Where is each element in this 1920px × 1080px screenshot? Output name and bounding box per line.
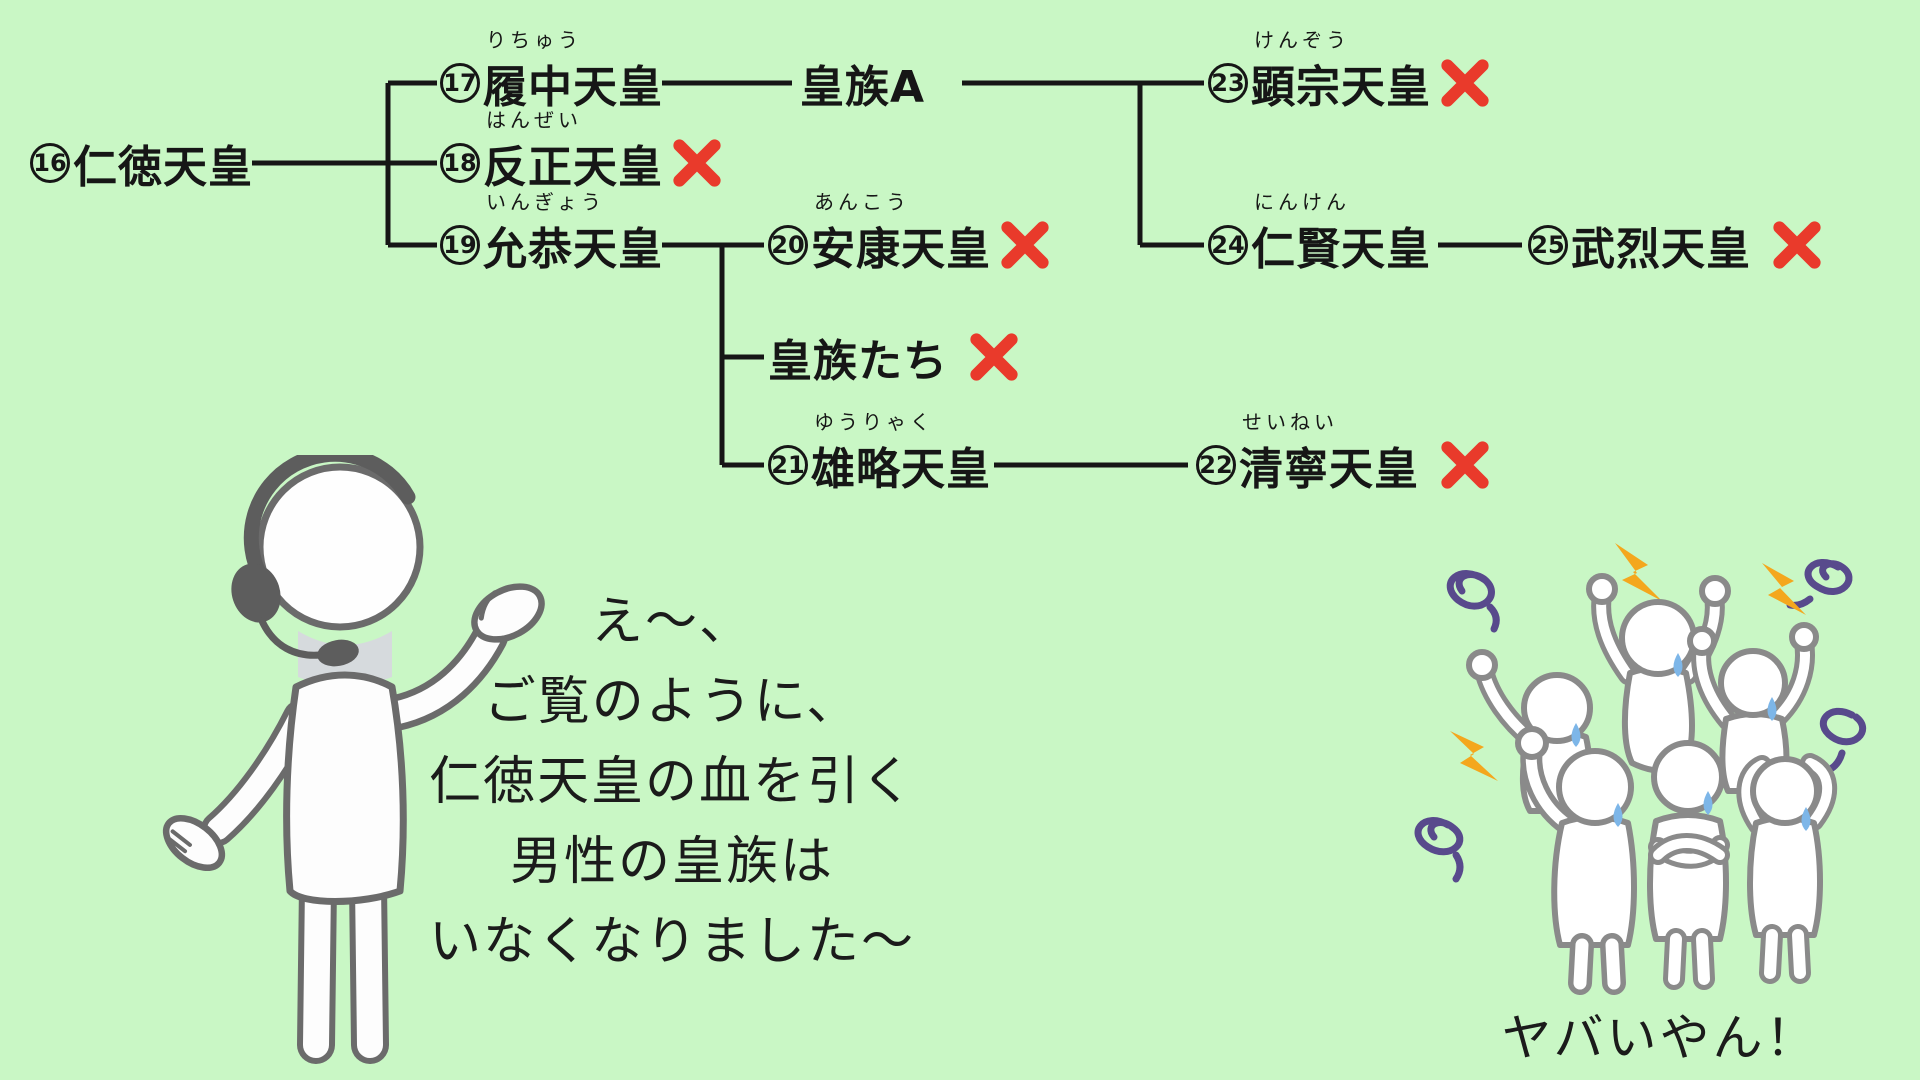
- emperor-number-badge: 25: [1528, 225, 1568, 265]
- emperor-number-badge: 16: [30, 143, 70, 183]
- emperor-number-badge: 19: [440, 225, 480, 265]
- emperor-node-24-ninken: にんけん 24 仁賢天皇: [1208, 190, 1431, 277]
- panic-head: [1651, 740, 1725, 814]
- panic-caption: ヤバいやん！: [1501, 1009, 1819, 1067]
- headset-mic-icon: [317, 639, 359, 667]
- presenter-illustration: [162, 455, 545, 1064]
- emperor-name: 清寧天皇: [1239, 444, 1419, 495]
- emperor-node-16-nintoku: 16 仁徳天皇: [30, 131, 253, 195]
- furigana: けんぞう: [1254, 28, 1350, 52]
- headset-band-icon: [243, 455, 416, 587]
- emperor-name: 反正天皇: [483, 142, 663, 193]
- emperor-number-badge: 17: [440, 63, 480, 103]
- panic-head: [1619, 599, 1697, 677]
- emperor-name: 履中天皇: [483, 62, 663, 113]
- emperor-name: 顕宗天皇: [1251, 62, 1431, 113]
- narration-line: いなくなりました〜: [428, 912, 915, 972]
- panic-head: [1556, 748, 1634, 826]
- emperor-number-badge: 24: [1208, 225, 1248, 265]
- emperor-node-19-ingyo: いんぎょう 19 允恭天皇: [440, 190, 663, 277]
- panic-head: [1718, 648, 1788, 718]
- emperor-node-20-anko: あんこう 20 安康天皇: [768, 190, 1052, 277]
- emperor-number-badge: 21: [768, 445, 808, 485]
- emperor-node-23-kenzo: けんぞう 23 顕宗天皇: [1208, 28, 1492, 115]
- emperor-name: 仁賢天皇: [1251, 224, 1431, 275]
- royals-label: 皇族たち: [768, 336, 948, 387]
- royals-node: 皇族たち: [768, 325, 1021, 389]
- lightning-bolt-icon: [1450, 543, 1806, 905]
- headset-mic-boom-icon: [258, 617, 324, 659]
- emperor-name: 武烈天皇: [1571, 224, 1751, 275]
- emperor-node-22-seinei: せいねい 22 清寧天皇: [1196, 410, 1492, 497]
- presenter-lower-hand: [162, 815, 226, 871]
- extinct-cross-icon: [967, 330, 1021, 384]
- narration-line: 男性の皇族は: [509, 832, 834, 892]
- furigana: あんこう: [814, 190, 910, 214]
- extinct-cross-icon: [1770, 218, 1824, 272]
- royal-a-label: 皇族A: [800, 62, 926, 113]
- tree-line: [252, 80, 1522, 468]
- extinct-cross-icon: [670, 136, 724, 190]
- furigana: ゆうりゃく: [814, 410, 934, 434]
- extinct-cross-icon: [998, 218, 1052, 272]
- extinct-cross-icon: [1438, 56, 1492, 110]
- emperor-node-17-richu: りちゅう 17 履中天皇: [440, 28, 663, 115]
- emperor-number-badge: 23: [1208, 63, 1248, 103]
- emperor-name: 安康天皇: [811, 224, 991, 275]
- emperor-name: 允恭天皇: [483, 224, 663, 275]
- emperor-number-badge: 20: [768, 225, 808, 265]
- swirl-scribble-icon: [1414, 559, 1867, 883]
- royal-a-node: 皇族A: [800, 51, 925, 115]
- furigana: いんぎょう: [486, 190, 605, 214]
- emperor-number-badge: 22: [1196, 445, 1236, 485]
- presenter-open-hand: [471, 583, 545, 643]
- sweat-drop-icon: [1571, 653, 1811, 831]
- panic-head: [1521, 672, 1593, 744]
- emperor-name: 雄略天皇: [811, 444, 991, 495]
- narration-text: え〜、 ご覧のように、 仁徳天皇の血を引く 男性の皇族は いなくなりました〜: [272, 582, 1072, 982]
- narration-line: え〜、: [590, 592, 753, 652]
- furigana: はんぜい: [486, 108, 582, 132]
- narration-line: ご覧のように、: [483, 672, 861, 732]
- presenter-head: [256, 463, 424, 631]
- panic-head: [1750, 756, 1820, 826]
- extinct-cross-icon: [1438, 438, 1492, 492]
- panic-crowd-illustration: [1414, 543, 1867, 995]
- headset-earcup-icon: [231, 563, 281, 623]
- furigana: りちゅう: [486, 28, 582, 52]
- furigana: せいねい: [1242, 410, 1338, 434]
- emperor-name: 仁徳天皇: [73, 142, 253, 193]
- emperor-number-badge: 18: [440, 143, 480, 183]
- emperor-node-21-yuryaku: ゆうりゃく 21 雄略天皇: [768, 410, 991, 497]
- emperor-node-18-hanzei: はんぜい 18 反正天皇: [440, 108, 724, 195]
- narration-line: 仁徳天皇の血を引く: [428, 752, 915, 812]
- emperor-node-25-buretsu: 25 武烈天皇: [1528, 213, 1824, 277]
- furigana: にんけん: [1254, 190, 1350, 214]
